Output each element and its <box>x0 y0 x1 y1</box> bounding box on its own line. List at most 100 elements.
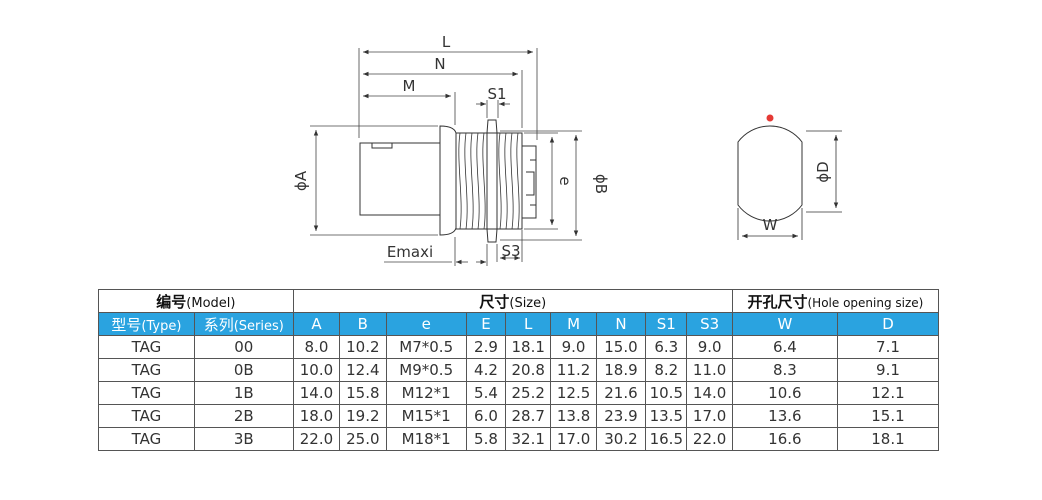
table-cell: 0B <box>193 358 294 382</box>
group-size: 尺寸(Size) <box>292 289 733 313</box>
column-header: B <box>339 312 387 336</box>
dimension-labels: L N M S1 ϕA ϕB e Emaxi S3 <box>292 33 610 261</box>
group-hole: 开孔尺寸(Hole opening size) <box>731 289 940 313</box>
table-cell: 4.2 <box>465 358 507 382</box>
label-phiB: ϕB <box>592 174 610 194</box>
label-N: N <box>434 55 445 73</box>
column-header: D <box>836 312 940 336</box>
table-cell: 20.8 <box>505 358 552 382</box>
table-cell: M18*1 <box>385 427 467 451</box>
label-M: M <box>403 77 416 95</box>
table-cell: 32.1 <box>505 427 552 451</box>
orientation-marker <box>766 114 774 122</box>
label-phiD: ϕD <box>814 161 832 182</box>
table-cell: TAG <box>98 335 195 359</box>
table-cell: 18.9 <box>595 358 647 382</box>
table-cell: 10.0 <box>292 358 341 382</box>
label-L: L <box>442 33 451 51</box>
label-e: e <box>556 176 574 185</box>
table-cell: 19.2 <box>339 404 387 428</box>
table-cell: 12.5 <box>550 381 597 405</box>
table-cell: 13.8 <box>550 404 597 428</box>
table-cell: 2B <box>193 404 294 428</box>
table-cell: 5.8 <box>465 427 507 451</box>
table-cell: 12.4 <box>339 358 387 382</box>
table-cell: 3B <box>193 427 294 451</box>
table-cell: 9.0 <box>686 335 733 359</box>
column-header: S1 <box>645 312 688 336</box>
table-cell: 10.2 <box>339 335 387 359</box>
table-cell: 13.6 <box>731 404 838 428</box>
table-cell: 15.1 <box>836 404 940 428</box>
dimension-lines <box>310 48 582 266</box>
table-cell: 23.9 <box>595 404 647 428</box>
label-Emaxi: Emaxi <box>387 243 433 261</box>
table-cell: 6.0 <box>465 404 507 428</box>
table-cell: 25.2 <box>505 381 552 405</box>
table-cell: 10.5 <box>645 381 688 405</box>
table-cell: 17.0 <box>550 427 597 451</box>
table-cell: 8.2 <box>645 358 688 382</box>
group-header-row: 编号(Model) 尺寸(Size) 开孔尺寸(Hole opening siz… <box>98 289 940 313</box>
table-cell: 15.0 <box>595 335 647 359</box>
table-cell: 5.4 <box>465 381 507 405</box>
table-cell: 7.1 <box>836 335 940 359</box>
label-W: W <box>763 216 778 234</box>
label-phiA: ϕA <box>292 170 310 191</box>
table-cell: M9*0.5 <box>385 358 467 382</box>
table-cell: 1B <box>193 381 294 405</box>
table-cell: 17.0 <box>686 404 733 428</box>
table-cell: 16.5 <box>645 427 688 451</box>
table-cell: TAG <box>98 404 195 428</box>
table-cell: 6.3 <box>645 335 688 359</box>
column-header: W <box>731 312 838 336</box>
table-cell: 15.8 <box>339 381 387 405</box>
column-header: E <box>465 312 507 336</box>
column-header: L <box>505 312 552 336</box>
label-S1: S1 <box>487 85 506 103</box>
column-header: M <box>550 312 597 336</box>
table-cell: 18.0 <box>292 404 341 428</box>
table-cell: 16.6 <box>731 427 838 451</box>
table-cell: 22.0 <box>686 427 733 451</box>
table-cell: M7*0.5 <box>385 335 467 359</box>
side-view <box>359 119 537 243</box>
table-cell: TAG <box>98 427 195 451</box>
table-cell: 12.1 <box>836 381 940 405</box>
table-cell: 8.3 <box>731 358 838 382</box>
column-header: S3 <box>686 312 733 336</box>
table-cell: 9.1 <box>836 358 940 382</box>
table-cell: TAG <box>98 381 195 405</box>
table-cell: 22.0 <box>292 427 341 451</box>
label-S3: S3 <box>501 242 520 260</box>
table-cell: 25.0 <box>339 427 387 451</box>
column-header: N <box>595 312 647 336</box>
column-header: A <box>292 312 341 336</box>
table-cell: TAG <box>98 358 195 382</box>
table-cell: M12*1 <box>385 381 467 405</box>
table-cell: 6.4 <box>731 335 838 359</box>
column-header: 型号(Type) <box>98 312 195 336</box>
table-cell: 14.0 <box>686 381 733 405</box>
thread-lines <box>458 132 520 230</box>
table-cell: 9.0 <box>550 335 597 359</box>
table-cell: 28.7 <box>505 404 552 428</box>
table-cell: 13.5 <box>645 404 688 428</box>
table-cell: 18.1 <box>505 335 552 359</box>
table-cell: 2.9 <box>465 335 507 359</box>
column-header: e <box>385 312 467 336</box>
table-cell: 30.2 <box>595 427 647 451</box>
table-cell: 14.0 <box>292 381 341 405</box>
table-cell: 21.6 <box>595 381 647 405</box>
hole-view <box>737 114 842 240</box>
table-cell: 18.1 <box>836 427 940 451</box>
connector-technical-drawing: L N M S1 ϕA ϕB e Emaxi S3 ϕD W <box>292 33 842 266</box>
table-cell: M15*1 <box>385 404 467 428</box>
table-cell: 10.6 <box>731 381 838 405</box>
